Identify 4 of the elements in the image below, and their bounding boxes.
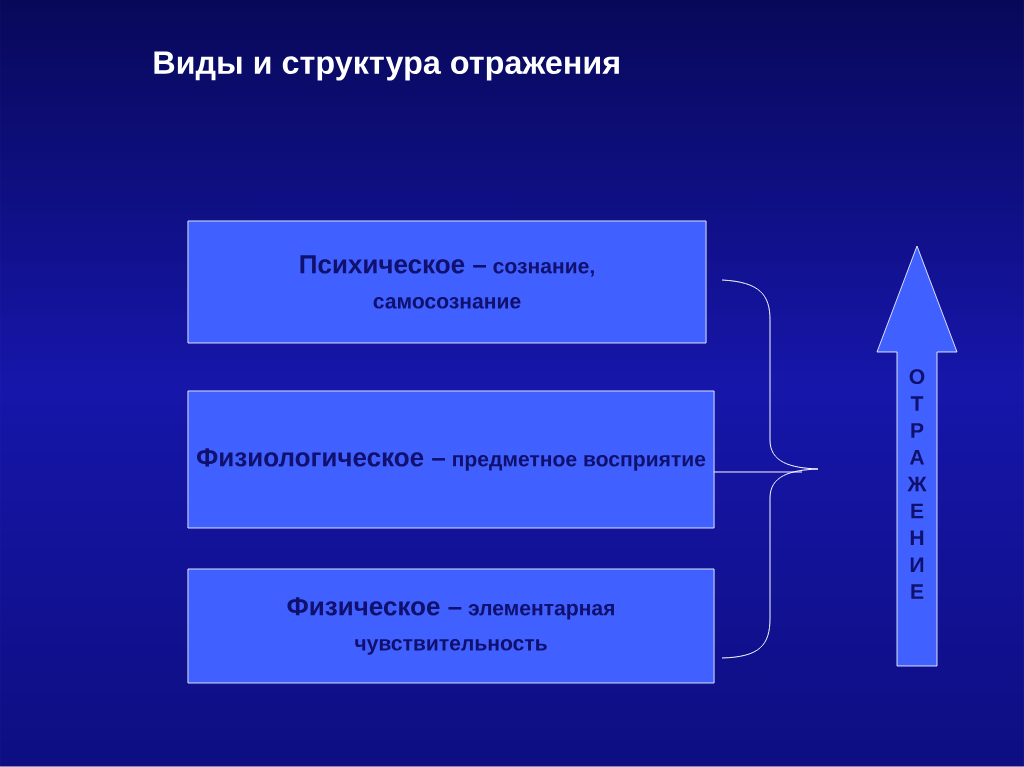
category-box: Физическое – элементарная чувствительность <box>187 568 715 684</box>
slide-title: Виды и структура отражения <box>154 51 619 81</box>
category-box: Психическое – сознание, самосознание <box>187 220 707 344</box>
category-box: Физиологическое – предметное восприятие <box>187 390 715 529</box>
